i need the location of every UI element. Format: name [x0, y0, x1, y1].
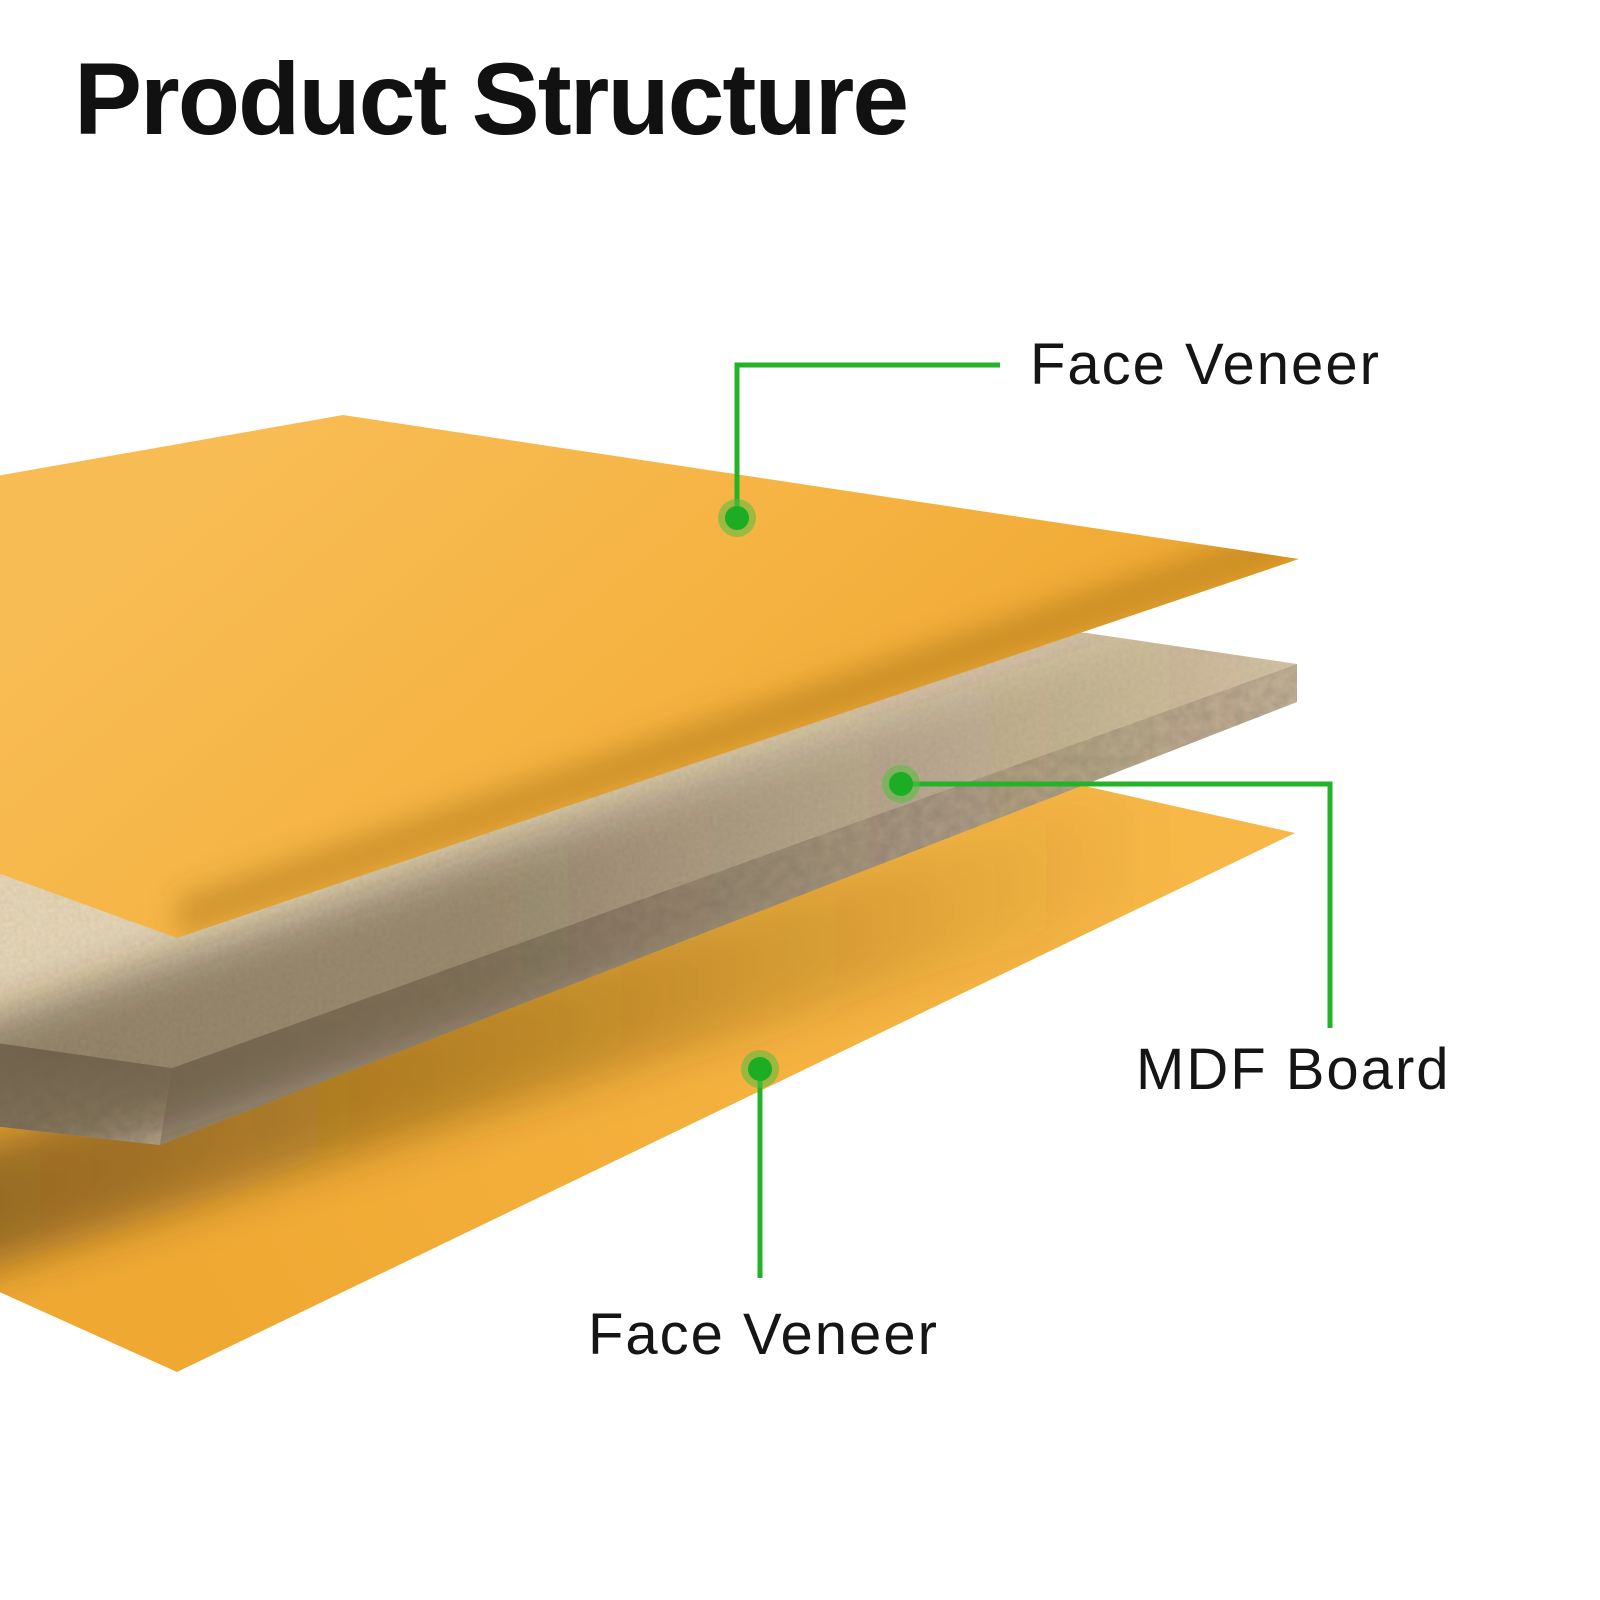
callout-top [718, 362, 1000, 537]
top-sheet-edge-shading [177, 519, 1299, 938]
callout-bottom [741, 1050, 779, 1278]
label-face-veneer-bottom: Face Veneer [588, 1302, 939, 1367]
mdf-shadow [0, 560, 1297, 1145]
label-face-veneer-top: Face Veneer [1030, 332, 1381, 397]
callout-line-middle [901, 781, 1333, 1028]
top-veneer-sheet [0, 415, 1299, 938]
callout-line-top [734, 362, 1000, 518]
bottom-sheet-shadow [0, 785, 1150, 1335]
page-title: Product Structure [74, 42, 909, 156]
callout-dot-bottom [748, 1057, 772, 1081]
callout-dot-middle [889, 772, 913, 796]
callout-middle [882, 765, 1333, 1028]
callout-dot-top [725, 506, 749, 530]
label-mdf-board: MDF Board [1136, 1037, 1451, 1102]
